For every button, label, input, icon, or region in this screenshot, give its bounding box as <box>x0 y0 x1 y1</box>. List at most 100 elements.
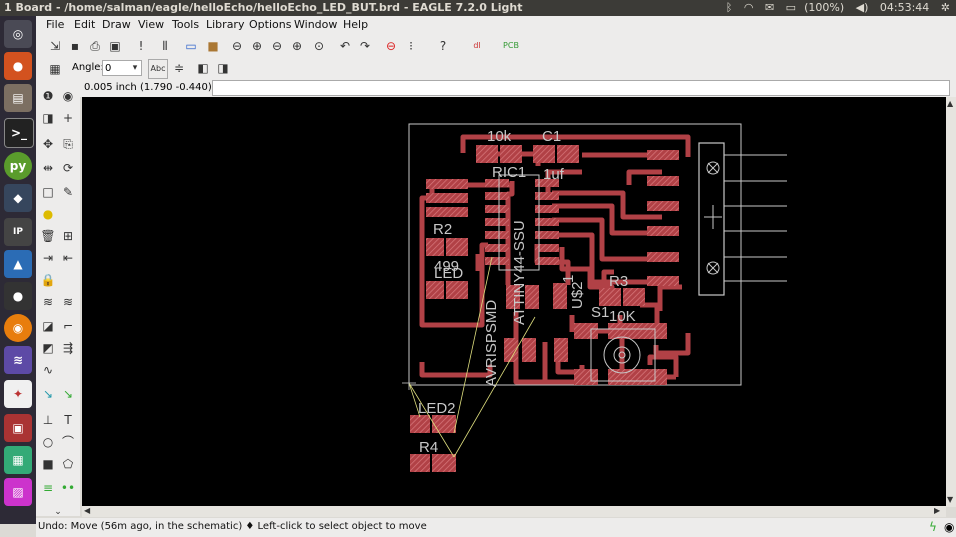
menu-library[interactable]: Library <box>206 18 245 31</box>
schematic-icon[interactable]: ▭ <box>185 39 197 53</box>
change-icon[interactable]: ✎ <box>62 185 74 199</box>
line-icon[interactable]: ⊥ <box>42 413 54 427</box>
dash-home-icon[interactable]: ◎ <box>4 20 32 48</box>
ripup-icon[interactable]: ⇶ <box>62 341 74 355</box>
signal-icon[interactable]: ↘ <box>62 387 74 401</box>
hole-icon[interactable]: •• <box>60 481 76 495</box>
pcb-layout[interactable]: 10k C1 RIC1 1uf R2 499 LED R3 S1 10K LED… <box>82 97 946 506</box>
emacs-icon[interactable]: ≋ <box>4 346 32 374</box>
app-icon-4[interactable]: ▨ <box>4 478 32 506</box>
text-style-icon[interactable]: Abc <box>148 59 168 79</box>
stop-command-icon[interactable]: ◉ <box>944 520 955 534</box>
go-icon[interactable]: ⁝ <box>409 39 413 53</box>
circle-icon[interactable]: ○ <box>42 435 54 449</box>
split-icon[interactable]: ≋ <box>62 295 74 309</box>
smash-icon[interactable]: ≋ <box>42 295 54 309</box>
vertical-scrollbar[interactable]: ▲ ▼ <box>946 97 956 507</box>
more-tools-icon[interactable]: ⌄ <box>54 507 62 517</box>
menu-edit[interactable]: Edit <box>74 18 96 31</box>
name-icon[interactable]: ⇥ <box>42 251 54 265</box>
horizontal-scrollbar[interactable]: ◀ ▶ <box>82 506 946 517</box>
cam-icon[interactable]: ▣ <box>109 39 121 53</box>
pcb-quote-icon[interactable]: PCB <box>503 41 519 50</box>
paste-icon[interactable]: ● <box>42 207 54 221</box>
scroll-left-icon[interactable]: ◀ <box>84 506 91 515</box>
scroll-right-icon[interactable]: ▶ <box>934 506 941 515</box>
menu-help[interactable]: Help <box>343 18 369 31</box>
bluetooth-icon[interactable]: ᛒ <box>725 1 733 14</box>
angle-input[interactable] <box>102 60 142 76</box>
linux-icon[interactable]: ● <box>4 282 32 310</box>
design-link-icon[interactable]: dl <box>473 41 481 50</box>
menu-tools[interactable]: Tools <box>172 18 200 31</box>
layer-align-right-icon[interactable]: ◨ <box>217 61 229 75</box>
command-line-input[interactable] <box>212 80 950 96</box>
firefox-icon[interactable]: ● <box>4 52 32 80</box>
polygon-icon[interactable]: ⬠ <box>62 457 74 471</box>
via-icon[interactable]: ≡ <box>42 481 54 495</box>
ipython-icon[interactable]: IP <box>4 218 32 246</box>
mark-icon[interactable]: + <box>62 111 74 125</box>
scroll-up-icon[interactable]: ▲ <box>947 99 954 108</box>
battery-icon[interactable]: ▭ <box>785 1 797 14</box>
menu-options[interactable]: Options <box>249 18 292 31</box>
clock[interactable]: 04:53:44 <box>879 1 930 14</box>
rect-icon[interactable]: ■ <box>42 457 54 471</box>
open-icon[interactable]: ⇲ <box>49 39 61 53</box>
print-icon[interactable]: ⎙ <box>90 39 100 53</box>
mirror-icon[interactable]: ≑ <box>173 61 185 75</box>
files-icon[interactable]: ▤ <box>4 84 32 112</box>
pycharm-icon[interactable]: py <box>4 152 32 180</box>
wifi-icon[interactable]: ◠ <box>743 1 754 14</box>
eagle-icon[interactable]: ✦ <box>4 380 32 408</box>
stop-icon[interactable]: ⊖ <box>385 39 397 53</box>
menu-draw[interactable]: Draw <box>102 18 131 31</box>
angle-dropdown-icon[interactable]: ▾ <box>132 63 138 73</box>
grid-icon[interactable]: ▦ <box>49 62 61 76</box>
script-icon[interactable]: ǃ <box>139 39 143 53</box>
meander-icon[interactable]: ∿ <box>42 363 54 377</box>
mail-icon[interactable]: ✉ <box>764 1 775 14</box>
redo-icon[interactable]: ↷ <box>359 39 371 53</box>
text-icon[interactable]: T <box>64 413 72 427</box>
zoom-select-icon[interactable]: ⊕ <box>291 39 303 53</box>
zoom-in-icon[interactable]: ⊕ <box>251 39 263 53</box>
menu-view[interactable]: View <box>138 18 165 31</box>
volume-icon[interactable]: ◀) <box>855 1 869 14</box>
app-icon[interactable]: ◆ <box>4 184 32 212</box>
rotate-icon[interactable]: ⟳ <box>62 161 74 175</box>
layer-align-left-icon[interactable]: ◧ <box>197 61 209 75</box>
add-icon[interactable]: ⊞ <box>62 229 74 243</box>
value-icon[interactable]: ⇤ <box>62 251 74 265</box>
display-layers-icon[interactable]: ◨ <box>42 111 54 125</box>
menu-window[interactable]: Window <box>294 18 338 31</box>
arc-icon[interactable]: ⌒ <box>61 435 74 449</box>
route-icon[interactable]: ◩ <box>42 341 54 355</box>
lock-icon[interactable]: 🔒 <box>40 273 56 287</box>
info-icon[interactable]: ❶ <box>42 89 54 103</box>
zoom-out-icon[interactable]: ⊖ <box>271 39 283 53</box>
optimize-icon[interactable]: ◪ <box>42 319 54 333</box>
save-icon[interactable]: ▪ <box>70 39 80 53</box>
app-icon-3[interactable]: ▦ <box>4 446 32 474</box>
copy-icon[interactable]: ⎘ <box>63 137 73 151</box>
blender-icon[interactable]: ◉ <box>4 314 32 342</box>
show-icon[interactable]: ◉ <box>62 89 74 103</box>
image-viewer-icon[interactable]: ▲ <box>4 250 32 278</box>
app-icon-2[interactable]: ▣ <box>4 414 32 442</box>
scroll-down-icon[interactable]: ▼ <box>947 495 954 504</box>
zoom-redraw-icon[interactable]: ⊙ <box>313 39 325 53</box>
ulp-icon[interactable]: ⦀ <box>162 39 168 53</box>
delete-icon[interactable]: 🗑 <box>40 229 56 243</box>
lightning-icon[interactable]: ϟ <box>929 520 937 534</box>
zoom-fit-icon[interactable]: ⊖ <box>231 39 243 53</box>
mirror-tool-icon[interactable]: ⇹ <box>42 161 54 175</box>
board-canvas[interactable]: 10k C1 RIC1 1uf R2 499 LED R3 S1 10K LED… <box>82 97 946 506</box>
terminal-icon[interactable]: >_ <box>4 118 34 148</box>
board-icon[interactable]: ■ <box>207 39 219 53</box>
move-icon[interactable]: ✥ <box>42 137 54 151</box>
menu-file[interactable]: File <box>46 18 65 31</box>
wire-icon[interactable]: ↘ <box>42 387 54 401</box>
undo-icon[interactable]: ↶ <box>339 39 351 53</box>
help-icon[interactable]: ? <box>439 39 447 53</box>
